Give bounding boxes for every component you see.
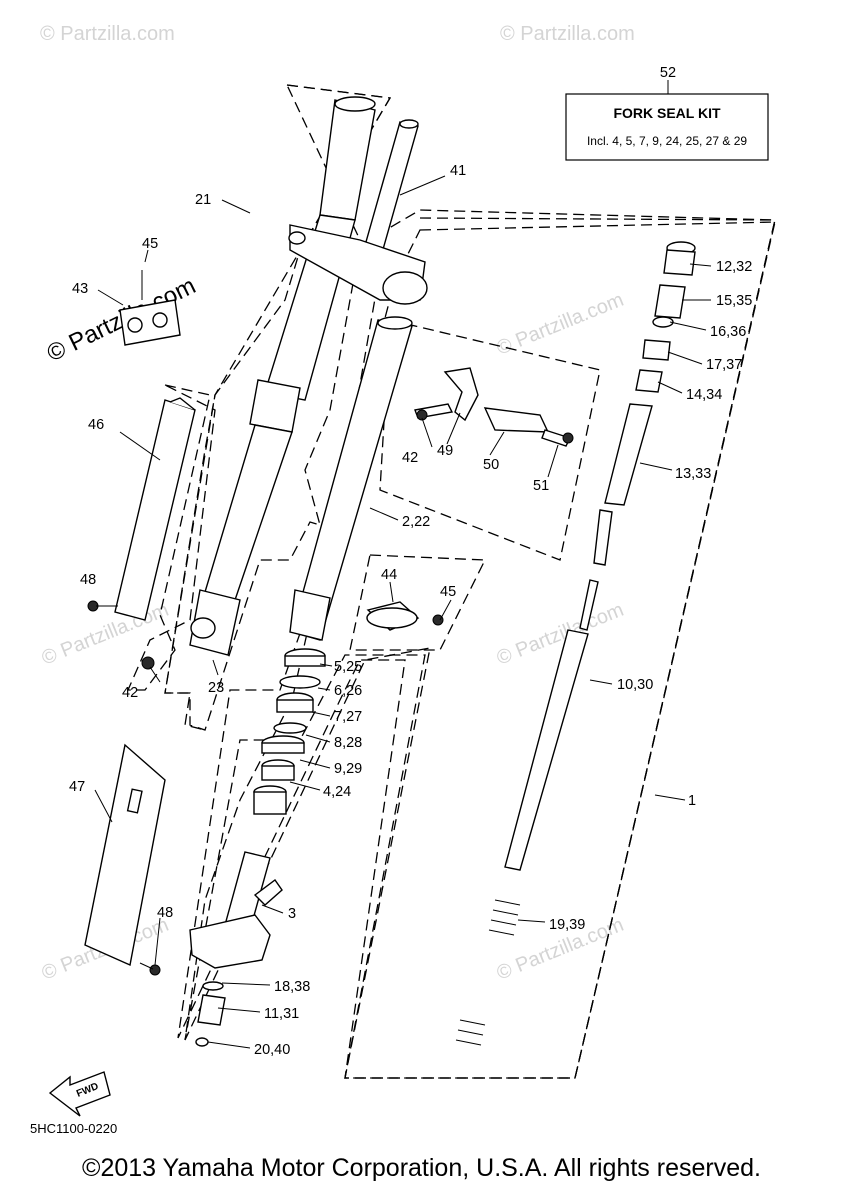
part-label: 48	[80, 572, 96, 588]
bottom-small-parts	[195, 981, 226, 1047]
part-label: 46	[88, 417, 104, 433]
part-label: 48	[157, 905, 173, 921]
part-label: 42	[402, 450, 418, 466]
watermark: © Partzilla.com	[500, 23, 635, 45]
part-label: 12,32	[716, 259, 752, 275]
part-label: 21	[195, 192, 211, 208]
clamp-44	[366, 601, 420, 631]
part-label: 45	[142, 236, 158, 252]
seal-stack	[253, 648, 326, 815]
copyright-footer: ©2013 Yamaha Motor Corporation, U.S.A. A…	[82, 1154, 761, 1182]
part-label: 20,40	[254, 1042, 290, 1058]
fork-seal-kit-box: FORK SEAL KIT Incl. 4, 5, 7, 9, 24, 25, …	[565, 93, 769, 161]
part-label: 44	[381, 567, 397, 583]
guide-bracket	[414, 367, 571, 447]
part-label: 23	[208, 680, 224, 696]
damper-rod	[504, 509, 613, 871]
part-label: 50	[483, 457, 499, 473]
part-label: 2,22	[402, 514, 430, 530]
part-label: 3	[288, 906, 296, 922]
part-label: 11,31	[264, 1006, 299, 1022]
protector-group-outline	[127, 384, 216, 691]
part-label: 10,30	[617, 677, 653, 693]
part-label: 5,25	[334, 659, 362, 675]
part-label: 1	[688, 793, 696, 809]
part-label: 16,36	[710, 324, 746, 340]
diagram-code: 5HC1100-0220	[30, 1121, 117, 1136]
leader-lines	[94, 80, 712, 1049]
part-labels: 52 41 21 45 43 12,32 15,35 16,36 17,37 1…	[69, 65, 752, 1058]
part-label: 6,26	[334, 683, 362, 699]
part-label: 42	[122, 685, 138, 701]
inner-tube	[289, 316, 413, 641]
part-label: 45	[440, 584, 456, 600]
part-label: 14,34	[686, 387, 722, 403]
fwd-arrow-icon: FWD	[48, 1071, 111, 1117]
fork-protector-47	[84, 743, 166, 966]
part-label: 18,38	[274, 979, 310, 995]
center-group-outline	[184, 217, 776, 1079]
guide-bracket-outline	[379, 319, 601, 561]
part-label: 19,39	[549, 917, 585, 933]
outer-tube-bottom	[189, 851, 283, 969]
outer-tube	[189, 96, 376, 656]
steering-stem	[288, 119, 428, 305]
kit-contents: Incl. 4, 5, 7, 9, 24, 25, 27 & 29	[587, 134, 747, 148]
cap-parts	[604, 241, 696, 506]
watermark: © Partzilla.com	[40, 23, 175, 45]
part-label: 43	[72, 281, 88, 297]
part-label: 7,27	[334, 709, 362, 725]
part-label: 51	[533, 478, 549, 494]
inner-assembly-outline	[184, 221, 776, 1079]
part-label: 17,37	[706, 357, 742, 373]
kit-title: FORK SEAL KIT	[613, 105, 721, 121]
part-label: 47	[69, 779, 85, 795]
clamp-group-outline	[349, 554, 487, 651]
part-label: 8,28	[334, 735, 362, 751]
part-label: 15,35	[716, 293, 752, 309]
bolts	[87, 270, 574, 976]
springs	[455, 899, 521, 1046]
clamp-43	[119, 299, 181, 346]
part-label: 9,29	[334, 761, 362, 777]
part-label: 49	[437, 443, 453, 459]
part-label: 41	[450, 163, 466, 179]
part-label: 4,24	[323, 784, 351, 800]
part-label: 13,33	[675, 466, 711, 482]
part-label: 52	[660, 65, 676, 81]
fork-protector-46	[114, 397, 196, 621]
